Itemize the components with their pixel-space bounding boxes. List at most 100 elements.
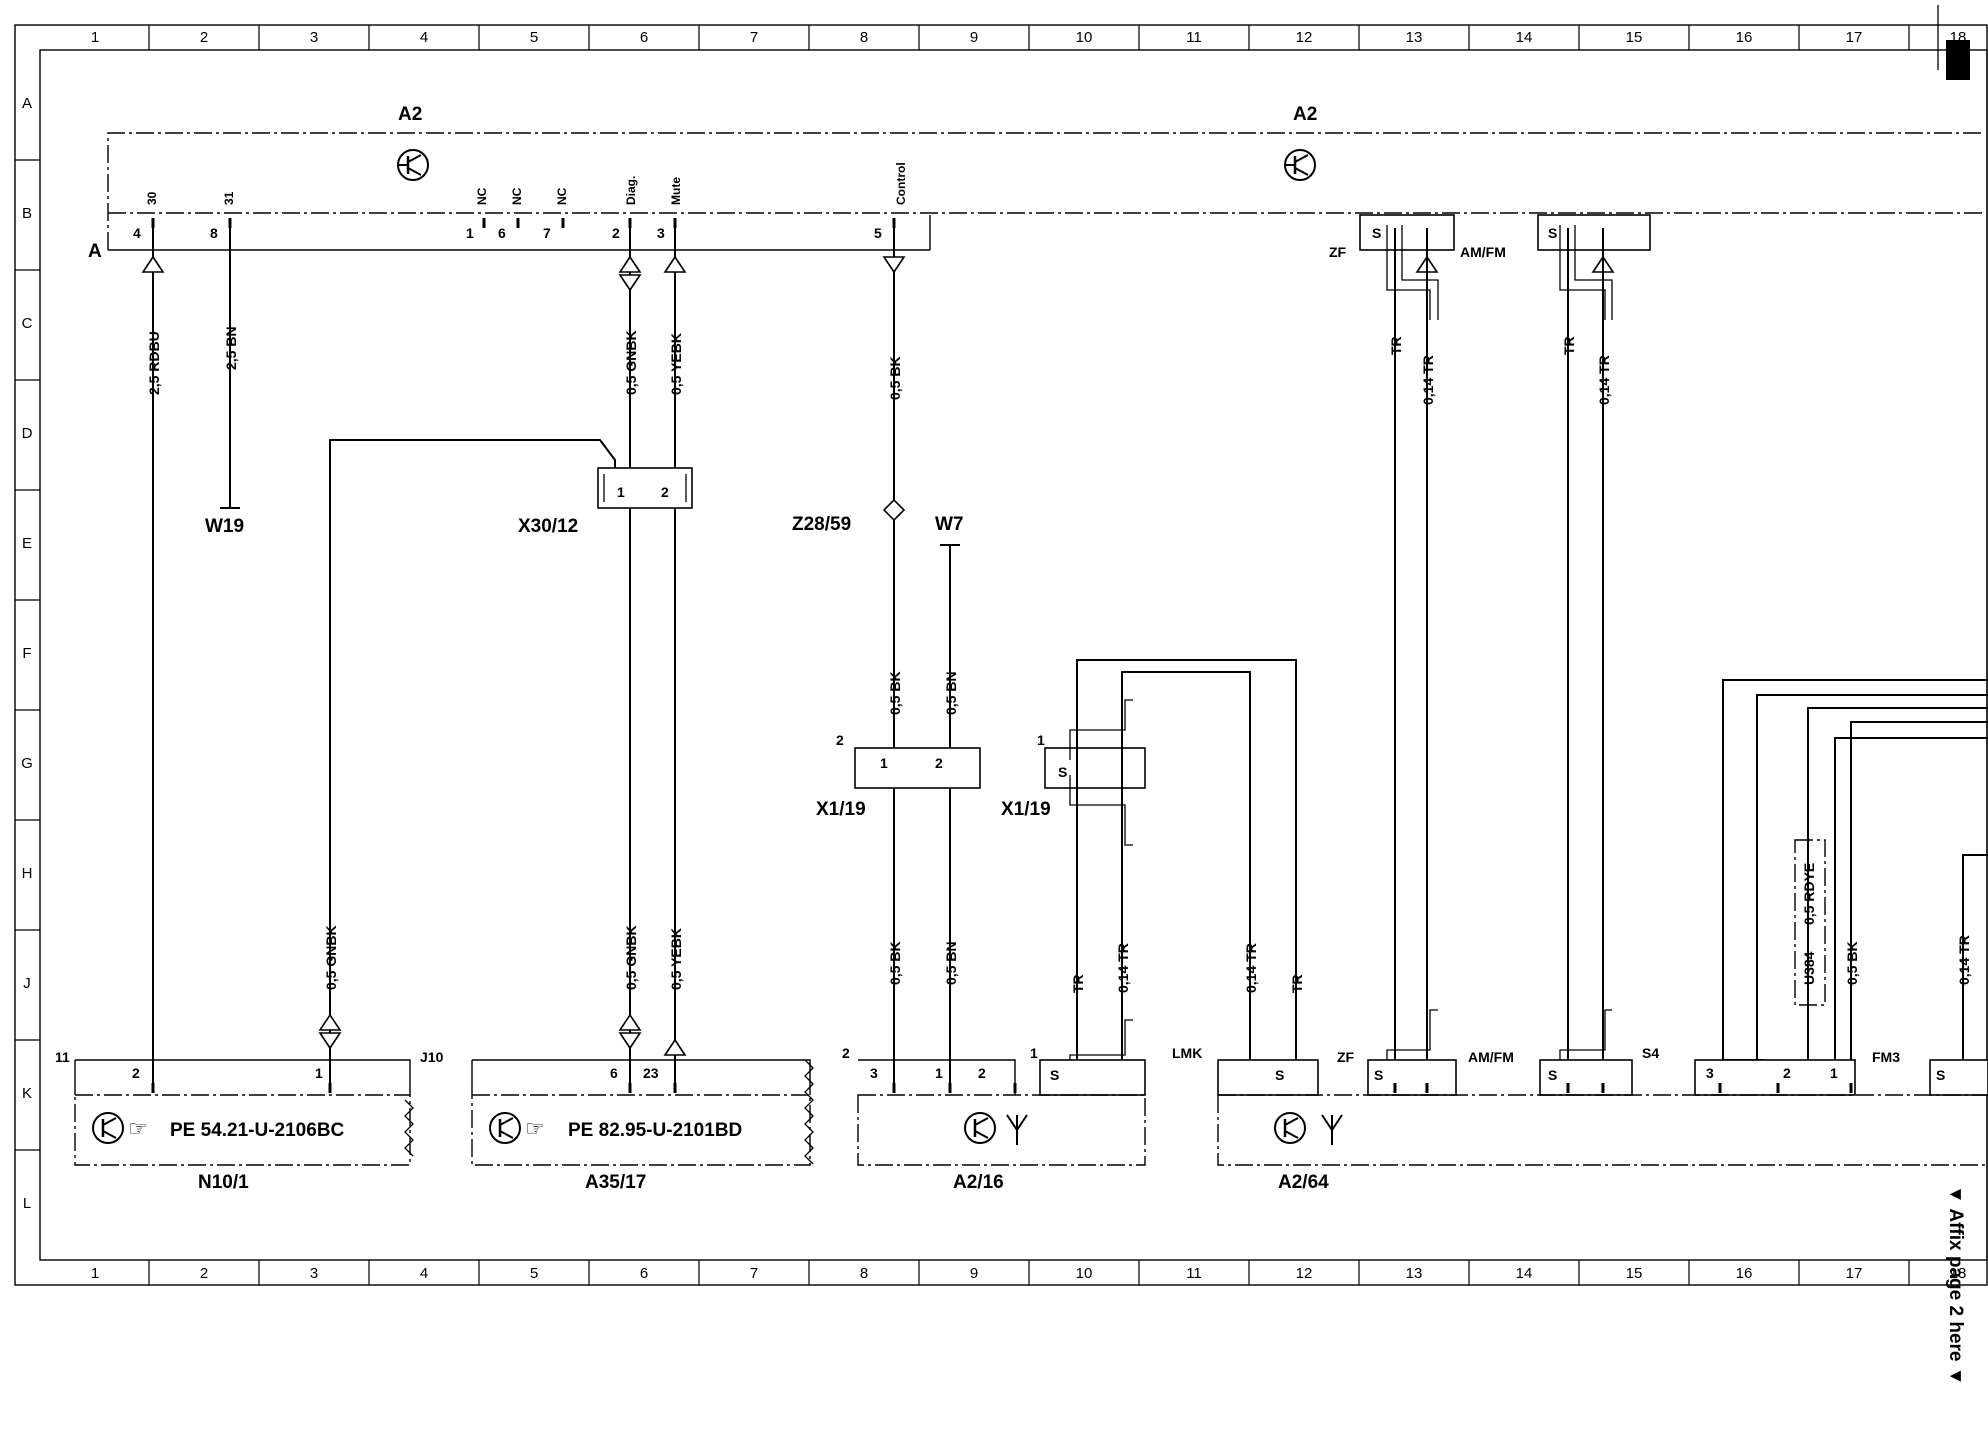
a2-16-label: A2/16: [953, 1172, 1004, 1193]
wire-label: 0,5 BK: [887, 671, 903, 715]
col-label-top: 14: [1516, 29, 1533, 46]
pin-number: 1: [1030, 1045, 1038, 1061]
wire-label: TR: [1561, 336, 1577, 355]
pin-number: 2: [1783, 1065, 1791, 1081]
w7-label: W7: [935, 514, 964, 535]
pin-name-30: 30: [145, 191, 159, 205]
row-label: J: [23, 975, 31, 992]
pin-number: 4: [133, 225, 141, 241]
wire-label: TR: [1388, 336, 1404, 355]
zf-amfm-connector-top: [1359, 214, 1455, 251]
corner-marker: [1946, 40, 1970, 80]
a35-17-label: A35/17: [585, 1172, 646, 1193]
col-label-bottom: 1: [91, 1265, 99, 1282]
wire-label: 0,5 BK: [1844, 941, 1860, 985]
col-label-bottom: 6: [640, 1265, 648, 1282]
col-label-bottom: 17: [1846, 1265, 1863, 1282]
pin-number: S: [1548, 1067, 1557, 1083]
col-label-bottom: 15: [1626, 1265, 1643, 1282]
pin-number: S: [1936, 1067, 1945, 1083]
wire-gnbk-loop: [329, 439, 616, 1090]
col-label-bottom: 16: [1736, 1265, 1753, 1282]
col-label-bottom: 5: [530, 1265, 538, 1282]
row-label: G: [21, 755, 33, 772]
col-label-bottom: 7: [750, 1265, 758, 1282]
col-label-bottom: 8: [860, 1265, 868, 1282]
wire-label: 2,5 BN: [223, 326, 239, 370]
transistor-icon: [1274, 1112, 1306, 1144]
pin-number: 1: [935, 1065, 943, 1081]
pin-number: 2: [978, 1065, 986, 1081]
pin-number: S: [1275, 1067, 1284, 1083]
a35-17-reference: PE 82.95-U-2101BD: [568, 1120, 742, 1141]
wire-label: 0,14 TR: [1115, 943, 1131, 993]
transistor-icon: [397, 149, 429, 181]
connector-label: S4: [1642, 1045, 1659, 1061]
pin-number: 11: [55, 1049, 70, 1065]
transistor-icon: [489, 1112, 521, 1144]
x1-19-right-label: X1/19: [1001, 799, 1051, 820]
pin-name-diag: Diag.: [624, 176, 638, 205]
col-label-bottom: 11: [1186, 1265, 1202, 1282]
affix-note: ▼ Affix page 2 here ▼: [1945, 1185, 1966, 1386]
col-label-top: 18: [1950, 29, 1967, 46]
pin-number: 2: [661, 484, 669, 500]
pin-number: 23: [643, 1065, 659, 1081]
col-label-top: 3: [310, 29, 318, 46]
col-label-top: 6: [640, 29, 648, 46]
a2-64-box: [1217, 1094, 1988, 1166]
n10-1-label: N10/1: [198, 1172, 249, 1193]
pin-name-nc: NC: [475, 187, 489, 205]
pin-number: 5: [874, 225, 882, 241]
s-connector-top: [1537, 214, 1651, 251]
a2-pin-letter: A: [88, 241, 102, 262]
row-label: K: [22, 1085, 32, 1102]
col-label-bottom: 18: [1950, 1265, 1967, 1282]
pin-number: 8: [210, 225, 218, 241]
pin-number: 3: [1706, 1065, 1714, 1081]
a2-label-right: A2: [1293, 104, 1317, 125]
col-label-bottom: 13: [1406, 1265, 1423, 1282]
col-label-top: 13: [1406, 29, 1423, 46]
col-label-top: 17: [1846, 29, 1863, 46]
connector-label: ZF: [1337, 1049, 1355, 1065]
pin-name-31: 31: [222, 191, 236, 205]
col-label-bottom: 14: [1516, 1265, 1533, 1282]
col-label-bottom: 3: [310, 1265, 318, 1282]
pin-number: S: [1372, 225, 1381, 241]
a2-label-left: A2: [398, 104, 422, 125]
pin-number: 3: [657, 225, 665, 241]
x1-19-left-connector: [854, 747, 981, 789]
hand-pointer-icon: ☞: [525, 1116, 545, 1141]
x30-12-connector: [597, 467, 693, 509]
antenna-icon: [1006, 1114, 1028, 1145]
row-label: A: [22, 95, 32, 112]
col-label-top: 10: [1076, 29, 1093, 46]
wire-label: 0,5 YEBK: [668, 333, 684, 395]
row-label: D: [22, 425, 33, 442]
pin-number: 6: [498, 225, 506, 241]
pin-number: 2: [132, 1065, 140, 1081]
wire-label: 2,5 RDBU: [146, 331, 162, 395]
pin-number: S: [1058, 764, 1067, 780]
row-label: E: [22, 535, 32, 552]
pin-number: 2: [836, 732, 844, 748]
col-label-bottom: 4: [420, 1265, 428, 1282]
amfm-label: AM/FM: [1460, 244, 1506, 260]
w19-label: W19: [205, 516, 244, 537]
pin-name-mute: Mute: [669, 177, 683, 205]
col-label-top: 9: [970, 29, 978, 46]
n10-1-reference: PE 54.21-U-2106BC: [170, 1120, 345, 1141]
transistor-icon: [1284, 149, 1316, 181]
col-label-top: 7: [750, 29, 758, 46]
wire-label: U384: [1801, 951, 1817, 985]
wire-label: TR: [1070, 974, 1086, 993]
pin-number: S: [1374, 1067, 1383, 1083]
row-label: H: [22, 865, 33, 882]
a35-17-box: [471, 1094, 811, 1166]
row-label: L: [23, 1195, 31, 1212]
col-label-top: 12: [1296, 29, 1313, 46]
pin-number: 6: [610, 1065, 618, 1081]
pin-number: 1: [466, 225, 474, 241]
wire-label: 0,5 BN: [943, 671, 959, 715]
